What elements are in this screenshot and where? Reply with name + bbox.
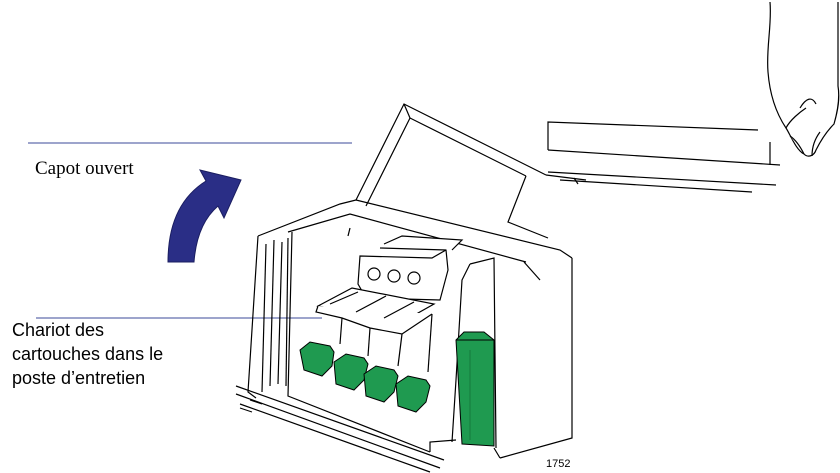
service-station <box>358 236 462 300</box>
curved-arrow-icon <box>168 170 241 262</box>
carriage-label: Chariot des cartouches dans le poste d’e… <box>12 318 163 390</box>
lifted-panel <box>548 122 780 192</box>
hand-icon <box>768 2 839 156</box>
green-cartridges <box>300 342 430 412</box>
station-cap-2 <box>388 270 400 282</box>
figure-number: 1752 <box>546 458 570 470</box>
cover-open-label: Capot ouvert <box>35 158 134 180</box>
station-cap-3 <box>408 272 420 284</box>
cartridge-carriage <box>316 288 434 372</box>
carriage-label-line-2: cartouches dans le <box>12 342 163 366</box>
open-cover <box>356 104 586 238</box>
carriage-label-line-1: Chariot des <box>12 318 163 342</box>
cartridge-1 <box>300 342 334 376</box>
cartridge-2 <box>334 354 368 390</box>
tall-green-cartridge <box>456 332 494 446</box>
cartridge-3 <box>364 366 398 402</box>
cartridge-4 <box>396 376 430 412</box>
station-cap-1 <box>368 268 380 280</box>
carriage-label-line-3: poste d’entretien <box>12 366 163 390</box>
